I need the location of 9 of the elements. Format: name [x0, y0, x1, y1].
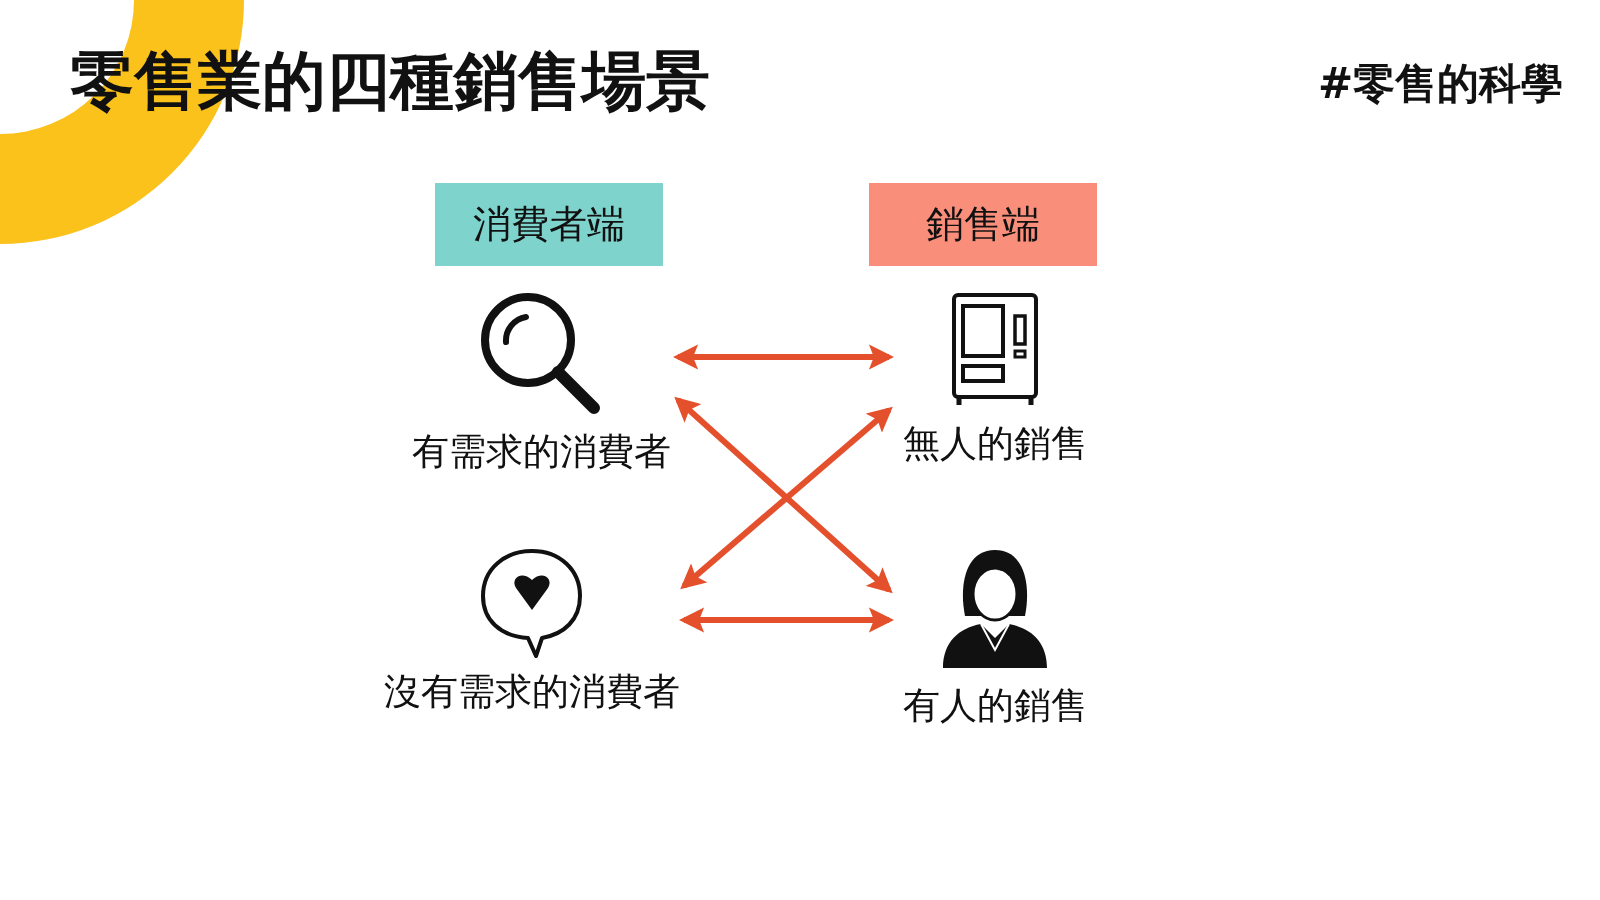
caption-text: 無人的銷售: [902, 422, 1088, 467]
hashtag-text: #零售的科學: [1318, 58, 1564, 110]
arrow: [678, 607, 895, 633]
arrow: [672, 344, 895, 370]
caption-text: 有人的銷售: [902, 684, 1088, 729]
caption-text: 有需求的消費者: [411, 430, 671, 475]
header-box: 銷售端: [869, 183, 1097, 266]
caption-text: 沒有需求的消費者: [384, 670, 680, 715]
header-box: 消費者端: [435, 183, 663, 266]
